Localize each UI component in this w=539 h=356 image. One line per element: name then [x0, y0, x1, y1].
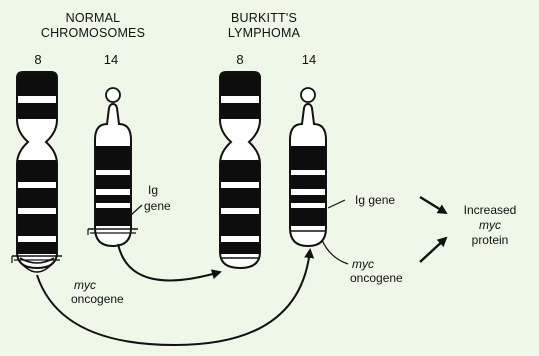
lymphoma-chr8-number: 8 — [236, 52, 243, 67]
normal-chr14-satellite — [106, 88, 120, 102]
lymphoma-chromosome-14 — [283, 88, 333, 250]
ig-translocation-arrow — [118, 244, 220, 280]
result-line1: Increased — [464, 203, 517, 217]
lymphoma-ig-pointer — [328, 200, 345, 208]
lymphoma-heading-line2: LYMPHOMA — [228, 26, 301, 40]
normal-myc-label-line1: myc — [74, 278, 96, 292]
normal-ig-gene-label-line2: gene — [144, 199, 171, 213]
lymphoma-myc-label-line1: myc — [352, 257, 374, 271]
normal-chromosome-8 — [10, 60, 70, 275]
lymphoma-myc-label-line2: oncogene — [350, 271, 403, 285]
ig-to-result-arrow — [420, 197, 446, 213]
lymphoma-chromosome-8 — [213, 60, 273, 275]
normal-heading-line1: NORMAL — [66, 11, 121, 25]
normal-myc-label-line2: oncogene — [71, 292, 124, 306]
lymphoma-ig-gene-label: Ig gene — [355, 193, 395, 207]
normal-chr8-number: 8 — [34, 52, 41, 67]
myc-to-result-arrow — [420, 238, 446, 262]
lymphoma-chr14-satellite — [301, 88, 315, 102]
lymphoma-heading-line1: BURKITT'S — [231, 11, 297, 25]
normal-chr14-number: 14 — [104, 52, 118, 67]
normal-ig-pointer — [131, 205, 142, 215]
lymphoma-chr14-number: 14 — [302, 52, 316, 67]
normal-chromosome-14 — [88, 88, 138, 250]
normal-ig-gene-label-line1: Ig — [148, 183, 158, 197]
result-line2: myc — [479, 218, 501, 232]
lymphoma-myc-pointer — [322, 240, 348, 264]
normal-heading-line2: CHROMOSOMES — [41, 26, 145, 40]
result-line3: protein — [472, 233, 509, 247]
